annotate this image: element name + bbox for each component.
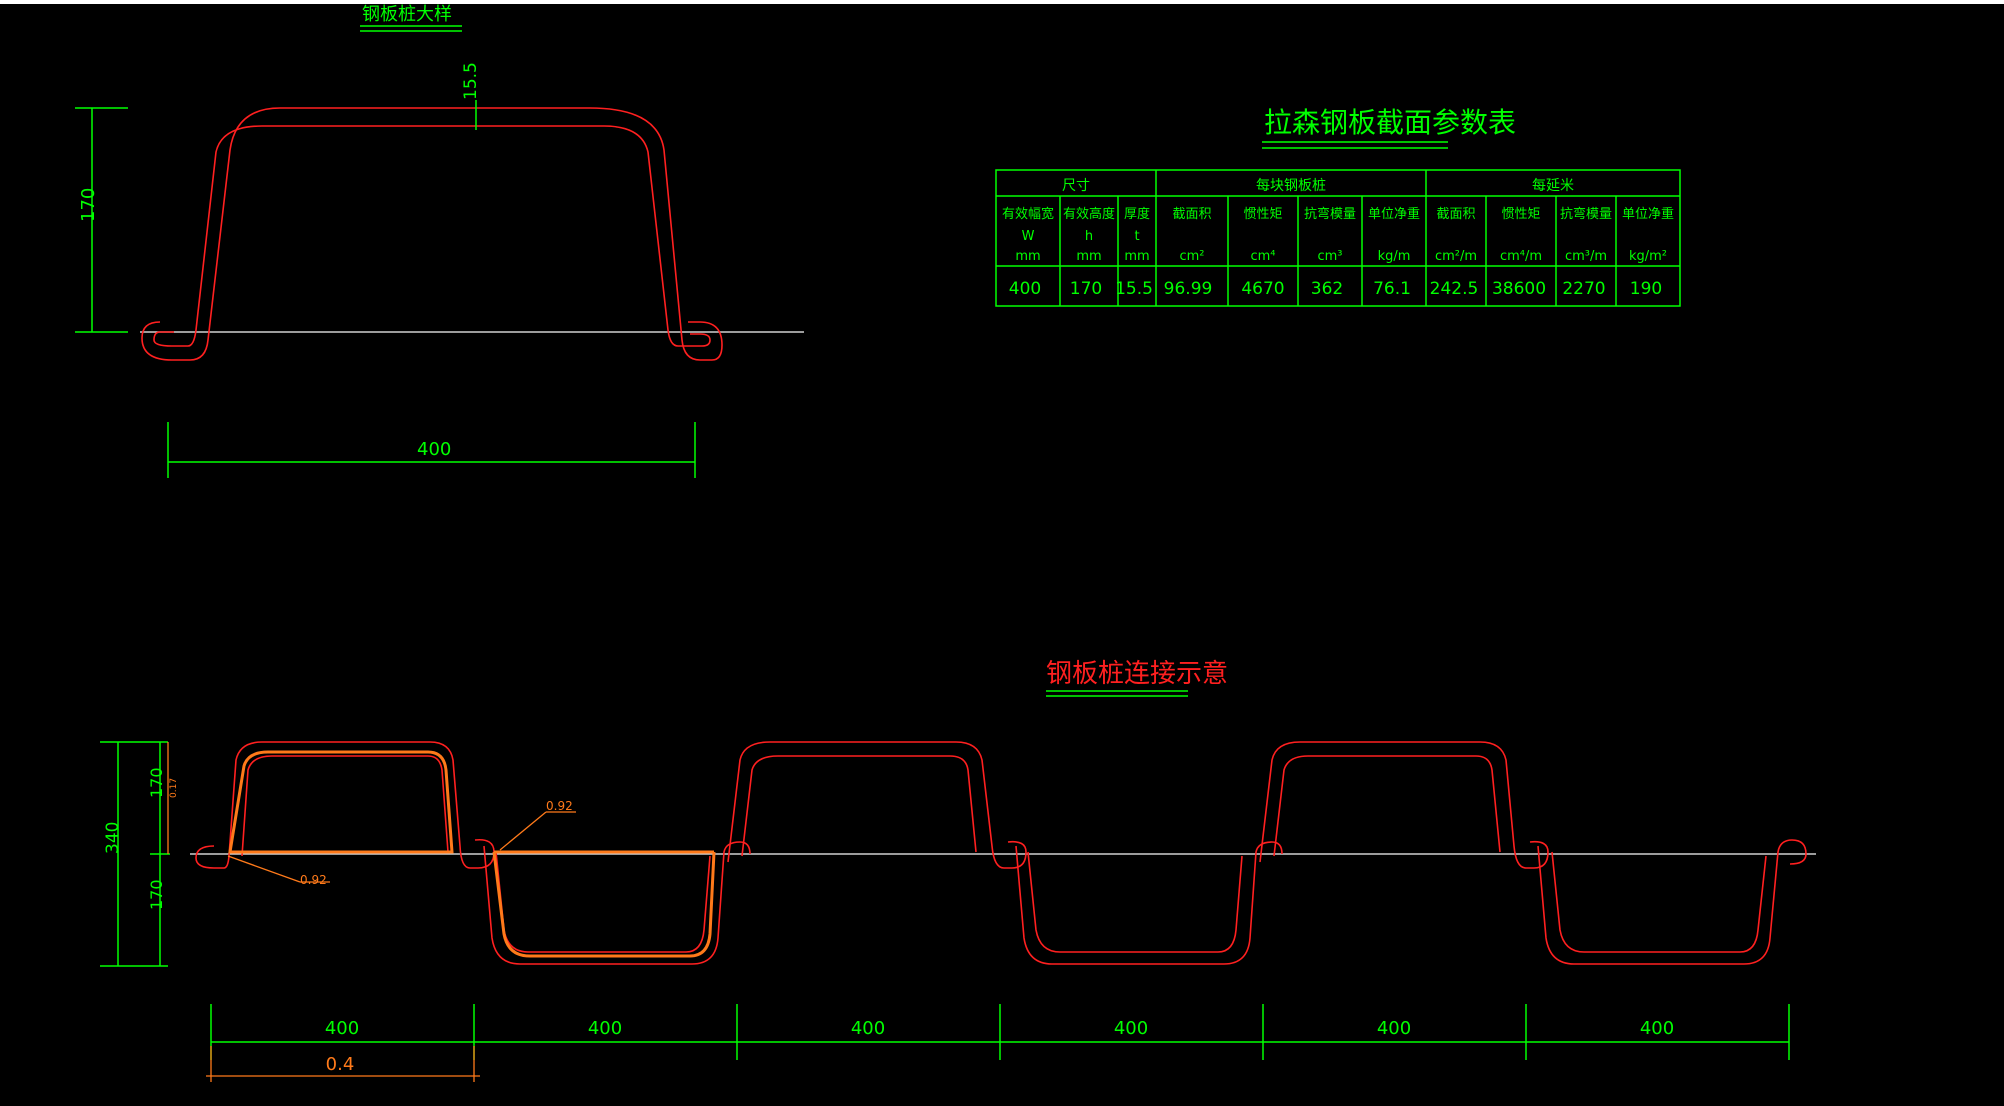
table-cell: 4670 <box>1241 279 1284 299</box>
span-label: 400 <box>851 1018 885 1039</box>
table-group-header: 每延米 <box>1532 178 1574 194</box>
window-top-border <box>0 0 2004 4</box>
table-cell: 76.1 <box>1373 279 1411 299</box>
table-col-name: 单位净重 <box>1622 206 1674 222</box>
table-col-name: 抗弯模量 <box>1304 206 1356 222</box>
angle-leader-b <box>499 811 547 851</box>
span-label: 400 <box>1640 1018 1674 1039</box>
detail-thickness-label: 15.5 <box>461 62 481 100</box>
table-cell: 2270 <box>1562 279 1605 299</box>
table-cell: 190 <box>1630 279 1662 299</box>
table-cell: 242.5 <box>1430 279 1479 299</box>
angle-label-a: 0.92 <box>300 873 327 887</box>
table-col-unit: mm <box>1015 249 1040 264</box>
span-label: 400 <box>325 1018 359 1039</box>
table-col-unit: cm³/m <box>1565 249 1607 264</box>
table-cell: 38600 <box>1492 279 1546 299</box>
table-col-name: 惯性矩 <box>1243 206 1282 222</box>
table-title: 拉森钢板截面参数表 <box>1264 106 1516 139</box>
table-col-symbol: h <box>1085 229 1093 244</box>
table-cell: 96.99 <box>1164 279 1213 299</box>
table-col-name: 抗弯模量 <box>1560 206 1612 222</box>
orange-dim-label: 0.4 <box>326 1054 355 1075</box>
parameter-table: 拉森钢板截面参数表 尺寸 每块钢板桩 每延米 有效幅宽 W mm 有效高度 h … <box>995 106 1681 307</box>
table-col-symbol: W <box>1022 229 1035 244</box>
table-col-unit: mm <box>1124 249 1149 264</box>
connection-title: 钢板桩连接示意 <box>1046 659 1228 689</box>
span-label: 400 <box>1114 1018 1148 1039</box>
table-col-unit: cm² <box>1179 249 1204 264</box>
vdim-upper-label: 170 <box>147 767 166 798</box>
connection-diagram: 钢板桩连接示意 0.92 0.92 340 170 170 0.17 <box>100 659 1816 1082</box>
detail-profile-inner <box>153 125 711 347</box>
table-col-unit: cm³ <box>1317 249 1342 264</box>
table-col-unit: kg/m <box>1378 249 1411 264</box>
table-cell: 170 <box>1070 279 1102 299</box>
connection-profile-outer <box>195 741 1807 965</box>
table-cell: 15.5 <box>1115 279 1153 299</box>
angle-leader-a <box>227 855 301 883</box>
table-col-unit: mm <box>1076 249 1101 264</box>
table-border <box>995 169 1681 307</box>
detail-width-label: 400 <box>417 439 451 460</box>
table-col-unit: cm⁴ <box>1250 249 1275 264</box>
table-col-name: 惯性矩 <box>1501 206 1540 222</box>
highlight-pile-lower <box>492 851 716 958</box>
angle-label-b: 0.92 <box>546 799 573 813</box>
table-cell: 400 <box>1009 279 1041 299</box>
table-col-name: 截面积 <box>1172 207 1211 222</box>
table-col-unit: kg/m² <box>1629 249 1667 264</box>
table-col-symbol: t <box>1134 229 1139 244</box>
table-col-name: 有效幅宽 <box>1002 206 1054 222</box>
table-col-name: 单位净重 <box>1368 206 1420 222</box>
vdim-lower-label: 170 <box>147 879 166 910</box>
small-vdim-label: 0.17 <box>169 778 179 798</box>
detail-profile-outer <box>141 107 723 361</box>
table-col-name: 有效高度 <box>1063 206 1115 222</box>
vdim-total-label: 340 <box>103 822 123 854</box>
table-col-unit: cm⁴/m <box>1500 249 1542 264</box>
table-group-header: 每块钢板桩 <box>1256 177 1326 194</box>
pile-detail: 钢板桩大样 170 15.5 400 <box>75 4 804 478</box>
connection-profile-inner <box>241 755 1767 953</box>
table-cell: 362 <box>1311 279 1343 299</box>
table-group-header: 尺寸 <box>1062 178 1090 194</box>
highlight-pile-upper <box>228 750 454 854</box>
table-col-unit: cm²/m <box>1435 249 1477 264</box>
detail-height-label: 170 <box>78 188 99 222</box>
table-col-name: 截面积 <box>1436 207 1475 222</box>
table-col-name: 厚度 <box>1124 206 1150 222</box>
span-label: 400 <box>1377 1018 1411 1039</box>
span-label: 400 <box>588 1018 622 1039</box>
detail-title: 钢板桩大样 <box>362 4 452 25</box>
